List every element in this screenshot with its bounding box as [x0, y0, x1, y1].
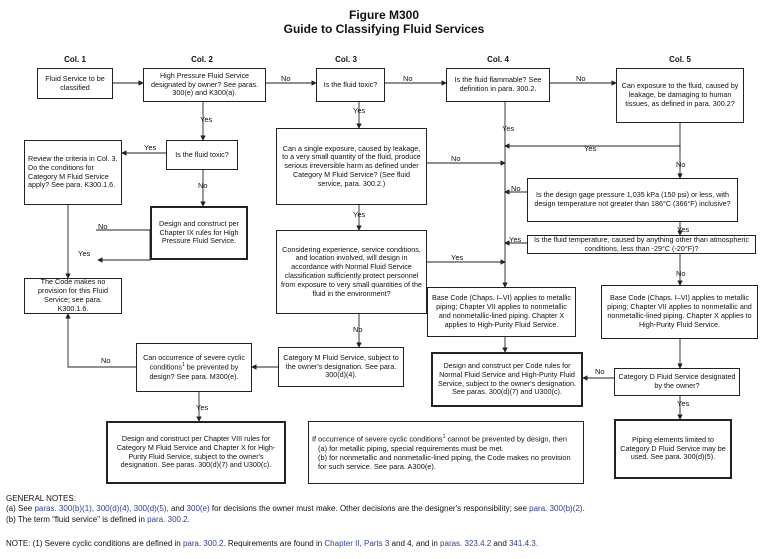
fluid-temperature-text: Is the fluid temperature, caused by anyt… — [534, 234, 749, 253]
is-toxic-box: Is the fluid toxic? — [316, 68, 385, 102]
design-chapter-viii-text: Design and construct per Chapter VIII ru… — [116, 433, 276, 470]
fluid-temperature-box: Is the fluid temperature, caused by anyt… — [527, 235, 756, 254]
label-no-gage: No — [511, 184, 521, 193]
base-code-col4-text: Base Code (Chaps. I–VI) applies to metal… — [431, 293, 572, 329]
label-yes-severe: Yes — [196, 403, 209, 412]
label-yes-hp-toxic: Yes — [144, 143, 157, 152]
fluid-service-text: Fluid Service to be classified — [45, 73, 105, 92]
design-gage-pressure-text: Is the design gage pressure 1,035 kPa (1… — [534, 190, 731, 208]
design-normal-box: Design and construct per Code rules for … — [431, 352, 583, 407]
code-no-provision-box: The Code makes no provision for this Flu… — [24, 278, 122, 314]
category-m-box: Category M Fluid Service, subject to the… — [278, 347, 404, 387]
label-yes-review: Yes — [78, 249, 91, 258]
code-no-provision-text: The Code makes no provision for this Flu… — [38, 277, 108, 313]
label-no-temp: No — [676, 269, 686, 278]
severe-cyclic-text: Can occurrence of severe cyclic conditio… — [143, 352, 245, 381]
exposure-damage-text: Can exposure to the fluid, caused by lea… — [621, 81, 739, 108]
label-no-severe: No — [101, 356, 111, 365]
single-exposure-text: Can a single exposure, caused by leakage… — [282, 143, 421, 188]
design-gage-pressure-box: Is the design gage pressure 1,035 kPa (1… — [527, 178, 738, 222]
review-criteria-box: Review the criteria in Col. 3. Do the co… — [24, 140, 122, 205]
if-occurrence-box: If occurrence of severe cyclic condition… — [308, 421, 584, 484]
design-chapter-ix-box: Design and construct per Chapter IX rule… — [150, 206, 248, 260]
design-chapter-viii-box: Design and construct per Chapter VIII ru… — [106, 421, 286, 484]
label-yes-flammable: Yes — [502, 124, 515, 133]
fluid-service-box: Fluid Service to be classified — [37, 68, 113, 99]
high-pressure-box: High Pressure Fluid Service designated b… — [143, 68, 266, 102]
label-yes-temp: Yes — [509, 235, 522, 244]
figure-number: Figure M300 — [348, 8, 420, 22]
hp-toxic-text: Is the fluid toxic? — [175, 149, 229, 159]
base-code-col5-box: Base Code (Chaps. I–VI) applies to metal… — [601, 285, 758, 339]
design-normal-text: Design and construct per Code rules for … — [437, 360, 576, 397]
footnote-1: NOTE: (1) Severe cyclic conditions are d… — [6, 539, 538, 548]
label-no-hp-toxic: No — [198, 181, 208, 190]
label-yes-hp: Yes — [200, 115, 213, 124]
general-notes: GENERAL NOTES: (a) See paras. 300(b)(1),… — [6, 494, 585, 525]
label-yes-category-d: Yes — [677, 399, 690, 408]
severe-cyclic-box: Can occurrence of severe cyclic conditio… — [136, 343, 252, 392]
label-no-single: No — [451, 154, 461, 163]
review-criteria-text: Review the criteria in Col. 3. Do the co… — [28, 153, 118, 190]
general-note-b: (b) The term "fluid service" is defined … — [6, 514, 190, 524]
exposure-damage-box: Can exposure to the fluid, caused by lea… — [616, 68, 744, 123]
high-pressure-text: High Pressure Fluid Service designated b… — [150, 70, 259, 98]
label-no-exposure: No — [676, 160, 686, 169]
if-occurrence-b: (b) for nonmetallic and nonmetallic-line… — [318, 452, 571, 471]
category-m-text: Category M Fluid Service, subject to the… — [283, 352, 399, 380]
figure-title: Guide to Classifying Fluid Services — [283, 22, 485, 36]
category-d-text: Category D Fluid Service designated by t… — [618, 372, 736, 390]
piping-limited-text: Piping elements limited to Category D Fl… — [620, 434, 726, 462]
general-notes-header: GENERAL NOTES: — [6, 494, 76, 503]
hp-toxic-box: Is the fluid toxic? — [166, 140, 238, 170]
label-yes-exposure: Yes — [584, 144, 597, 153]
label-no-category-d: No — [595, 367, 605, 376]
base-code-col5-text: Base Code (Chaps. I–VI) applies to metal… — [607, 293, 752, 329]
is-toxic-text: Is the fluid toxic? — [323, 79, 378, 89]
label-no-flammable: No — [576, 74, 586, 83]
considering-experience-text: Considering experience, service conditio… — [280, 244, 423, 298]
piping-limited-box: Piping elements limited to Category D Fl… — [614, 419, 732, 479]
label-yes-single: Yes — [353, 210, 366, 219]
is-flammable-box: Is the fluid flammable? See definition i… — [446, 68, 550, 102]
label-yes-considering: Yes — [451, 253, 464, 262]
label-no-hp: No — [281, 74, 291, 83]
column-2-header: Col. 2 — [191, 55, 213, 64]
label-yes-gage: Yes — [677, 225, 690, 234]
category-d-box: Category D Fluid Service designated by t… — [614, 368, 740, 396]
is-flammable-text: Is the fluid flammable? See definition i… — [454, 75, 542, 93]
general-note-a: (a) See paras. 300(b)(1), 300(d)(4), 300… — [6, 504, 585, 514]
considering-experience-box: Considering experience, service conditio… — [276, 230, 427, 314]
column-3-header: Col. 3 — [335, 55, 357, 64]
column-5-header: Col. 5 — [669, 55, 691, 64]
column-4-header: Col. 4 — [487, 55, 509, 64]
design-chapter-ix-text: Design and construct per Chapter IX rule… — [159, 218, 239, 246]
base-code-col4-box: Base Code (Chaps. I–VI) applies to metal… — [427, 287, 576, 337]
label-yes-toxic: Yes — [353, 106, 366, 115]
if-occurrence-text: If occurrence of severe cyclic condition… — [312, 434, 580, 471]
column-1-header: Col. 1 — [64, 55, 86, 64]
label-no-toxic: No — [403, 74, 413, 83]
label-no-review: No — [98, 222, 108, 231]
single-exposure-box: Can a single exposure, caused by leakage… — [276, 128, 427, 205]
label-no-considering: No — [353, 325, 363, 334]
if-occurrence-a: (a) for metallic piping, special require… — [318, 443, 504, 453]
